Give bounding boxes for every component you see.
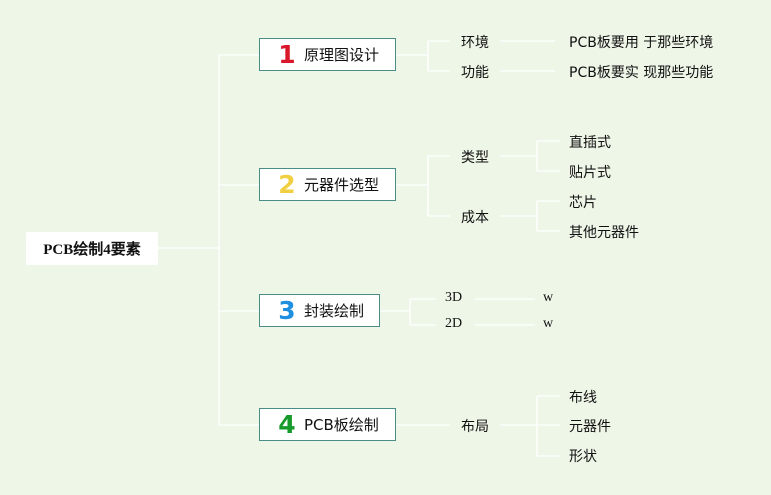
- branch-1-label: 原理图设计: [304, 46, 380, 64]
- branch-4-leaf-3[interactable]: 形状: [569, 449, 597, 465]
- branch-1-number: 1: [278, 40, 296, 69]
- branch-2-number: 2: [278, 170, 296, 199]
- branch-2-node[interactable]: 2 元器件选型: [259, 168, 396, 201]
- branch-1-node[interactable]: 1 原理图设计: [259, 38, 396, 71]
- branch-2-leaf-1[interactable]: 直插式: [569, 135, 611, 151]
- branch-3-number: 3: [278, 296, 296, 325]
- branch-2-label: 元器件选型: [304, 176, 380, 194]
- branch-3-node[interactable]: 3 封装绘制: [259, 294, 380, 327]
- branch-1-leaf-2[interactable]: PCB板要实 现那些功能: [569, 65, 714, 81]
- branch-4-number: 4: [278, 410, 296, 439]
- branch-2-leaf-4[interactable]: 其他元器件: [569, 225, 639, 241]
- root-node[interactable]: PCB绘制4要素: [26, 232, 158, 265]
- root-label: PCB绘制4要素: [43, 242, 141, 258]
- branch-3-child-1-label[interactable]: 3D: [445, 290, 463, 305]
- branch-2-leaf-3[interactable]: 芯片: [569, 195, 597, 211]
- branch-4-leaf-1[interactable]: 布线: [569, 390, 597, 406]
- branch-2-leaf-2[interactable]: 贴片式: [569, 165, 611, 181]
- branch-3-child-2-label[interactable]: 2D: [445, 316, 463, 331]
- branch-3-leaf-1[interactable]: w: [543, 290, 554, 305]
- branch-4-label: PCB板绘制: [304, 416, 379, 434]
- branch-4-leaf-2[interactable]: 元器件: [569, 419, 611, 435]
- branch-3-label: 封装绘制: [304, 302, 365, 320]
- branch-1-child-1-label[interactable]: 环境: [461, 35, 489, 51]
- branch-4-child-1-label[interactable]: 布局: [461, 419, 489, 435]
- branch-2-child-1-label[interactable]: 类型: [461, 150, 489, 166]
- branch-2-child-2-label[interactable]: 成本: [461, 210, 489, 226]
- branch-4-node[interactable]: 4 PCB板绘制: [259, 408, 396, 441]
- branch-1-leaf-1[interactable]: PCB板要用 于那些环境: [569, 35, 714, 51]
- branch-3-leaf-2[interactable]: w: [543, 316, 554, 331]
- branch-1-child-2-label[interactable]: 功能: [461, 65, 489, 81]
